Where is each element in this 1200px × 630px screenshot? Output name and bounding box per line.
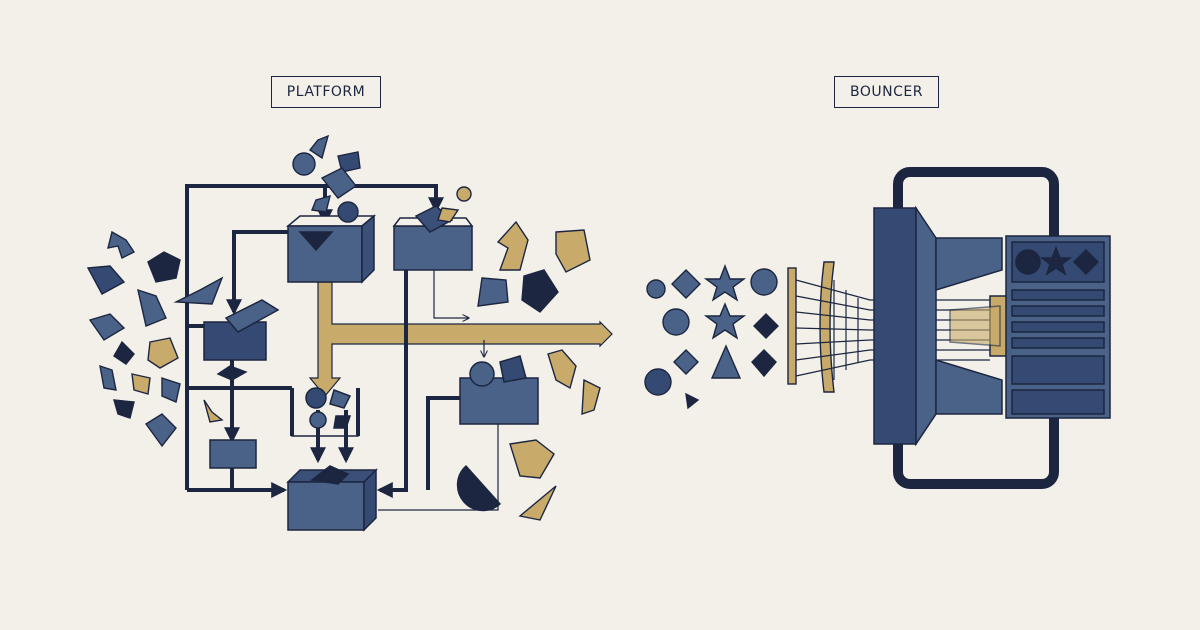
- bin-right: [459, 355, 539, 425]
- platform-system: [86, 134, 613, 532]
- output-panel: [1005, 235, 1111, 419]
- gold-main-pipe: [308, 281, 613, 397]
- bin-left-mid: [203, 299, 280, 361]
- bin-left-low: [209, 439, 257, 469]
- incoming-shapes: [644, 264, 779, 410]
- platform-label: PLATFORM: [271, 76, 381, 108]
- machine-frame: [873, 167, 1059, 489]
- bin-collector: [286, 465, 378, 532]
- bin-top-right: [392, 205, 474, 271]
- bin-top-center: [285, 214, 377, 284]
- funnel-beams: [795, 279, 990, 380]
- scattered-fragments: [86, 134, 601, 521]
- thin-flow-lines: [378, 270, 499, 511]
- bouncer-label: BOUNCER: [834, 76, 939, 108]
- bin-center-mid: [291, 387, 359, 437]
- filter-frames: [787, 261, 835, 393]
- bouncer-system: [644, 167, 1111, 489]
